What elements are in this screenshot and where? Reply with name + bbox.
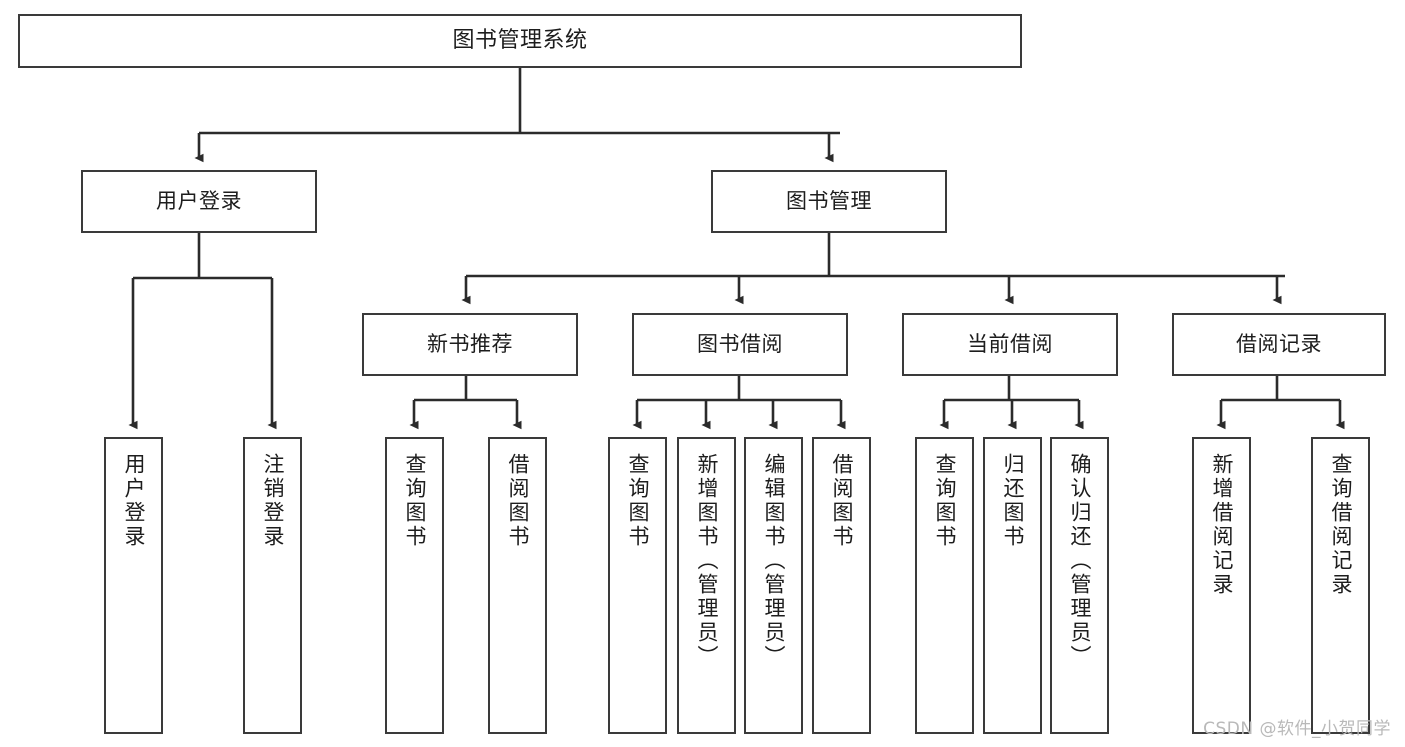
node-book-borrow[interactable]: 图书借阅: [632, 313, 848, 376]
node-root-library-system[interactable]: 图书管理系统: [18, 14, 1022, 68]
node-label: 图书借阅: [697, 331, 783, 356]
node-new-book-recommend[interactable]: 新书推荐: [362, 313, 578, 376]
node-label: 新增图书（管理员）: [695, 453, 719, 669]
node-label: 编辑图书（管理员）: [762, 453, 786, 669]
node-book-manage[interactable]: 图书管理: [711, 170, 947, 233]
leaf-user-login[interactable]: 用户登录: [104, 437, 163, 734]
leaf-query-book-recommend[interactable]: 查询图书: [385, 437, 444, 734]
node-label: 查询图书: [626, 453, 650, 549]
node-label: 借阅记录: [1236, 331, 1322, 356]
node-label: 用户登录: [156, 188, 242, 213]
csdn-watermark: CSDN @软件_小贺同学: [1203, 719, 1391, 739]
node-label: 归还图书: [1001, 453, 1025, 549]
node-label: 注销登录: [261, 453, 285, 549]
node-label: 查询图书: [933, 453, 957, 549]
node-user-login[interactable]: 用户登录: [81, 170, 317, 233]
node-label: 图书管理系统: [452, 27, 588, 53]
leaf-borrow-book[interactable]: 借阅图书: [812, 437, 871, 734]
node-label: 新增借阅记录: [1210, 453, 1234, 597]
node-label: 用户登录: [122, 453, 146, 549]
node-label: 确认归还（管理员）: [1068, 453, 1092, 669]
leaf-query-borrow-record[interactable]: 查询借阅记录: [1311, 437, 1370, 734]
node-label: 当前借阅: [967, 331, 1053, 356]
node-label: 借阅图书: [830, 453, 854, 549]
node-label: 查询图书: [403, 453, 427, 549]
leaf-add-book-admin[interactable]: 新增图书（管理员）: [677, 437, 736, 734]
node-label: 借阅图书: [506, 453, 530, 549]
leaf-logout[interactable]: 注销登录: [243, 437, 302, 734]
node-label: 查询借阅记录: [1329, 453, 1353, 597]
node-label: 图书管理: [786, 188, 872, 213]
leaf-return-book[interactable]: 归还图书: [983, 437, 1042, 734]
leaf-edit-book-admin[interactable]: 编辑图书（管理员）: [744, 437, 803, 734]
node-current-borrow[interactable]: 当前借阅: [902, 313, 1118, 376]
leaf-query-book-current[interactable]: 查询图书: [915, 437, 974, 734]
leaf-confirm-return-admin[interactable]: 确认归还（管理员）: [1050, 437, 1109, 734]
node-label: 新书推荐: [427, 331, 513, 356]
node-borrow-record[interactable]: 借阅记录: [1172, 313, 1386, 376]
leaf-borrow-book-recommend[interactable]: 借阅图书: [488, 437, 547, 734]
leaf-add-borrow-record[interactable]: 新增借阅记录: [1192, 437, 1251, 734]
leaf-query-book-borrow[interactable]: 查询图书: [608, 437, 667, 734]
